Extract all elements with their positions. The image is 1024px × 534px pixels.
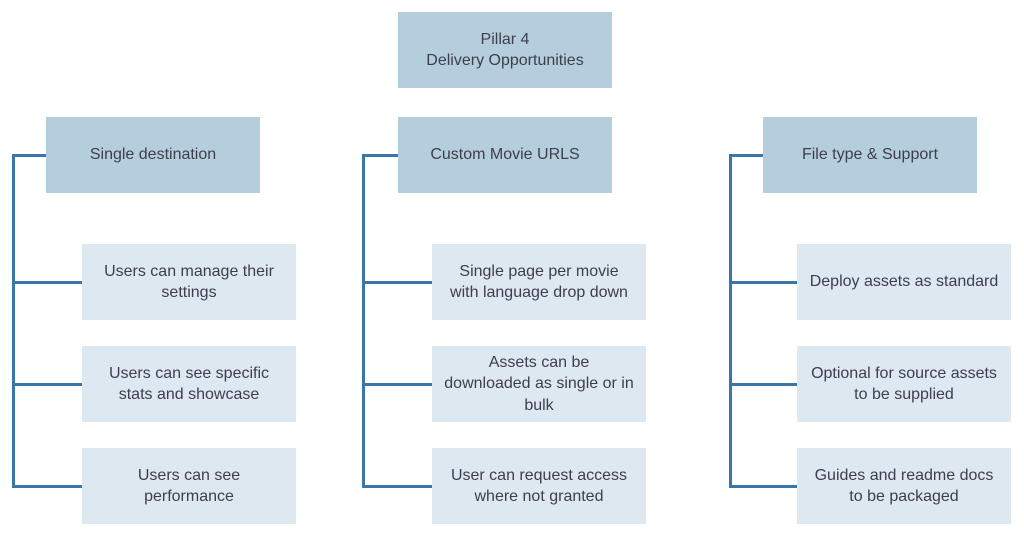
connector-vertical-line <box>362 154 365 488</box>
connector-item-stub <box>729 383 797 386</box>
pillar-title-box: Pillar 4 Delivery Opportunities <box>398 12 612 88</box>
node-users-manage-settings: Users can manage their settings <box>82 244 296 320</box>
node-label: User can request access where not grante… <box>450 466 628 505</box>
connector-item-stub <box>12 383 82 386</box>
node-guides-readme-packaged: Guides and readme docs to be packaged <box>797 448 1011 524</box>
node-assets-downloaded-bulk: Assets can be downloaded as single or in… <box>432 346 646 422</box>
connector-item-stub <box>362 281 432 284</box>
connector-item-stub <box>729 281 797 284</box>
connector-item-stub <box>362 383 432 386</box>
connector-item-stub <box>12 281 82 284</box>
column-header-label: File type & Support <box>801 146 939 164</box>
column-single-destination: Single destination Users can manage thei… <box>12 0 302 534</box>
column-header-single-destination: Single destination <box>46 117 260 193</box>
column-header-label: Custom Movie URLS <box>430 146 580 164</box>
column-header-file-type-support: File type & Support <box>763 117 977 193</box>
connector-item-stub <box>729 485 797 488</box>
node-label: Single page per movie with language drop… <box>450 262 628 301</box>
connector-item-stub <box>362 485 432 488</box>
pillar-title-line1: Pillar 4 <box>480 30 530 48</box>
node-users-see-performance: Users can see performance <box>82 448 296 524</box>
connector-header-stub <box>729 154 763 157</box>
column-custom-movie-urls: Custom Movie URLS Single page per movie … <box>362 0 652 534</box>
node-label: Users can manage their settings <box>104 262 274 301</box>
connector-item-stub <box>12 485 82 488</box>
node-label: Deploy assets as standard <box>809 273 999 291</box>
connector-vertical-line <box>729 154 732 488</box>
pillar-title-line2: Delivery Opportunities <box>426 52 584 69</box>
connector-header-stub <box>362 154 398 157</box>
column-header-label: Single destination <box>89 146 217 164</box>
connector-header-stub <box>12 154 46 157</box>
node-label: Optional for source assets to be supplie… <box>811 364 997 403</box>
column-header-custom-movie-urls: Custom Movie URLS <box>398 117 612 193</box>
node-label: Guides and readme docs to be packaged <box>814 466 994 505</box>
node-label: Assets can be downloaded as single or in… <box>444 354 634 414</box>
column-file-type-support: File type & Support Deploy assets as sta… <box>729 0 1019 534</box>
node-user-request-access: User can request access where not grante… <box>432 448 646 524</box>
connector-vertical-line <box>12 154 15 488</box>
node-single-page-per-movie: Single page per movie with language drop… <box>432 244 646 320</box>
node-deploy-assets-standard: Deploy assets as standard <box>797 244 1011 320</box>
node-label: Users can see specific stats and showcas… <box>108 364 270 403</box>
node-users-see-stats-showcase: Users can see specific stats and showcas… <box>82 346 296 422</box>
node-label: Users can see performance <box>137 466 241 505</box>
node-optional-source-assets: Optional for source assets to be supplie… <box>797 346 1011 422</box>
